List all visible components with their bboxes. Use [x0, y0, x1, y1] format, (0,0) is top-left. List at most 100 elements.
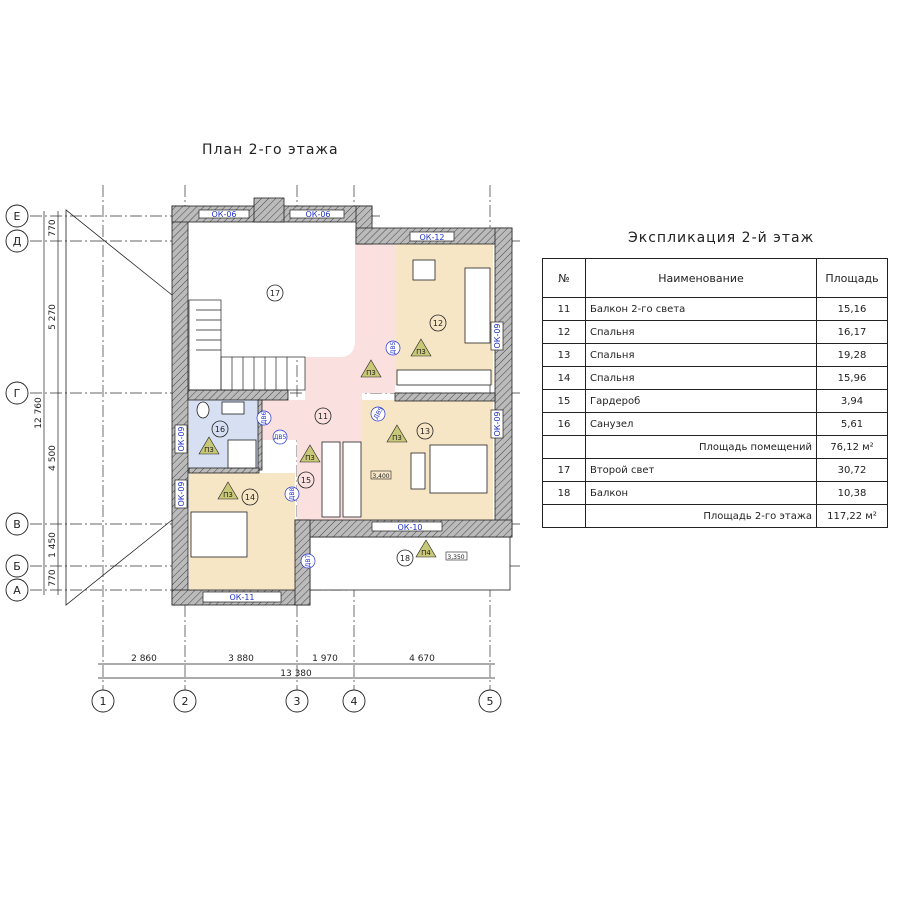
row-num: 16	[542, 412, 586, 436]
table-header: № Наименование Площадь	[542, 258, 888, 298]
dimension: 2 860	[131, 654, 157, 664]
row-name: Гардероб	[585, 389, 817, 413]
row-num: 12	[542, 320, 586, 344]
window-label: ОК-11	[229, 593, 254, 602]
axis-label: Б	[13, 560, 21, 573]
row-area: 3,94	[816, 389, 888, 413]
dimension: 4 670	[409, 654, 435, 664]
row-name: Спальня	[585, 320, 817, 344]
finish-mark: П3	[305, 454, 315, 462]
window-label: ОК-06	[211, 210, 236, 219]
axis-label: Г	[14, 387, 21, 400]
roof-outline	[65, 209, 173, 606]
row-name: Спальня	[585, 366, 817, 390]
total-label: Площадь 2-го этажа	[585, 504, 817, 528]
window-label: ОК-09	[493, 411, 502, 436]
room-number: 16	[215, 425, 225, 434]
row-area: 15,96	[816, 366, 888, 390]
finish-mark: П3	[366, 369, 376, 377]
axis-label: 4	[351, 695, 358, 708]
row-num: 18	[542, 481, 586, 505]
row-area: 30,72	[816, 458, 888, 482]
row-name: Спальня	[585, 343, 817, 367]
desk-icon	[412, 259, 436, 281]
sofa-icon	[464, 267, 491, 344]
axis-markers	[5, 204, 502, 713]
table-title: Экспликация 2-й этаж	[628, 230, 815, 246]
row-area: 5,61	[816, 412, 888, 436]
row-num: 15	[542, 389, 586, 413]
row-num: 13	[542, 343, 586, 367]
axis-label: В	[13, 518, 21, 531]
dimension-total: 12 760	[34, 397, 44, 429]
dimension: 770	[48, 569, 58, 586]
room-17-second-light	[189, 222, 357, 357]
axis-label: Е	[14, 210, 21, 223]
door-label: ДВ8	[289, 488, 296, 501]
window-label: ОК-12	[419, 233, 444, 242]
finish-mark: П3	[223, 491, 233, 499]
staircase	[188, 299, 306, 391]
total-value: 117,22 м²	[816, 504, 888, 528]
room-number: 13	[420, 427, 430, 436]
row-name: Второй свет	[585, 458, 817, 482]
room-number: 18	[400, 554, 410, 563]
row-num: 14	[542, 366, 586, 390]
door-label: ДВ7	[305, 555, 312, 568]
dimension: 4 500	[48, 445, 58, 471]
furniture	[190, 259, 492, 558]
door-label: ДВ5	[274, 434, 287, 441]
level-mark: 3,400	[372, 473, 389, 480]
axis-label: 2	[182, 695, 189, 708]
bed-icon	[429, 444, 488, 494]
header-area: Площадь	[816, 258, 888, 298]
axis-label: А	[13, 584, 21, 597]
room-number: 15	[301, 476, 311, 485]
wardrobe-icon	[396, 369, 492, 386]
dimension-lines	[43, 211, 495, 679]
window-label: ОК-09	[493, 323, 502, 348]
sink-icon	[221, 401, 245, 415]
subtotal-label: Площадь помещений	[585, 435, 817, 459]
bench-icon	[410, 452, 426, 490]
axis-label: 3	[294, 695, 301, 708]
level-mark: 3,350	[447, 554, 464, 561]
dimension: 1 970	[312, 654, 338, 664]
window-label: ОК-06	[305, 210, 330, 219]
row-num: 11	[542, 297, 586, 321]
row-name: Балкон 2-го света	[585, 297, 817, 321]
row-area: 10,38	[816, 481, 888, 505]
finish-mark: П3	[392, 434, 402, 442]
subtotal-value: 76,12 м²	[816, 435, 888, 459]
wardrobe-icon	[342, 441, 362, 518]
axis-label: 1	[100, 695, 107, 708]
row-name: Санузел	[585, 412, 817, 436]
row-area: 15,16	[816, 297, 888, 321]
room-18-balcony	[309, 536, 511, 591]
finish-mark: П3	[204, 446, 214, 454]
row-num: 17	[542, 458, 586, 482]
dimension: 3 880	[228, 654, 254, 664]
room-number: 17	[270, 289, 280, 298]
dimension-total: 13 380	[280, 669, 312, 679]
room-number: 12	[433, 319, 443, 328]
dimension: 5 270	[48, 304, 58, 330]
finish-mark: П4	[421, 549, 431, 557]
axis-label: Д	[13, 235, 22, 248]
row-area: 19,28	[816, 343, 888, 367]
room-11-corridor	[260, 244, 395, 440]
wardrobe-icon	[321, 441, 341, 518]
plan-title: План 2-го этажа	[202, 142, 339, 158]
row-name: Балкон	[585, 481, 817, 505]
room-number: 11	[318, 412, 328, 421]
